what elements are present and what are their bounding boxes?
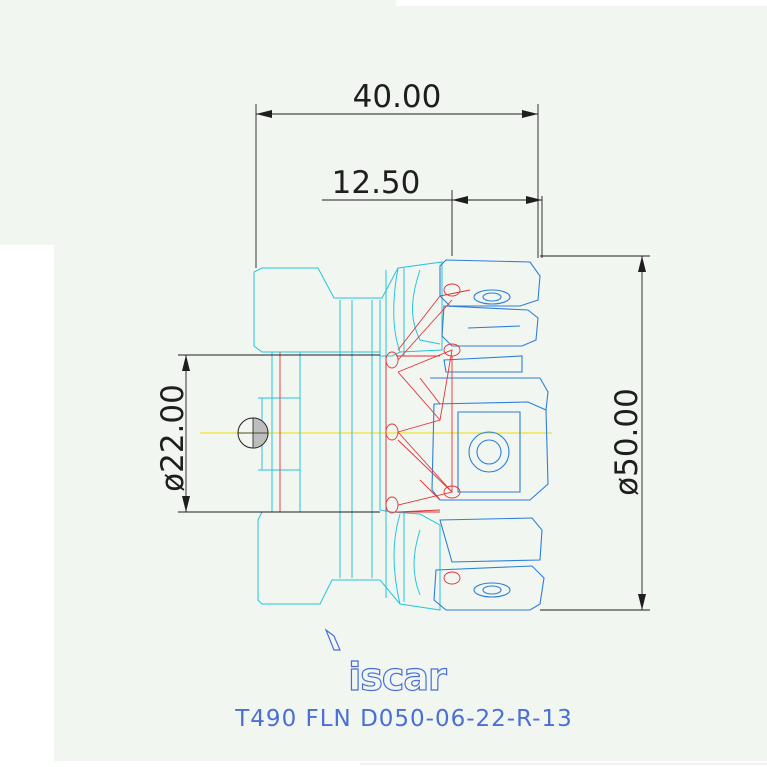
brand-logo: iscar [324, 628, 449, 700]
insert-center [430, 377, 549, 501]
tool-designation: T490 FLN D050-06-22-R-13 [234, 706, 572, 732]
dimension-lines [178, 104, 650, 611]
hidden-lines [279, 283, 471, 585]
bolt-section-symbol [237, 417, 269, 449]
dimension-label-bore-diameter: ø22.00 [155, 384, 191, 492]
background-panel [0, 0, 396, 245]
dimension-label-cutting-diameter: ø50.00 [609, 388, 645, 496]
dimension-arrows [182, 110, 646, 610]
insert-bottom [433, 517, 545, 611]
cutter-body [253, 261, 443, 611]
insert-top [439, 259, 541, 373]
dimension-label-overall-length: 40.00 [353, 79, 442, 115]
dimension-label-insert-offset: 12.50 [332, 165, 421, 201]
brand-logo-text: iscar [348, 655, 447, 699]
